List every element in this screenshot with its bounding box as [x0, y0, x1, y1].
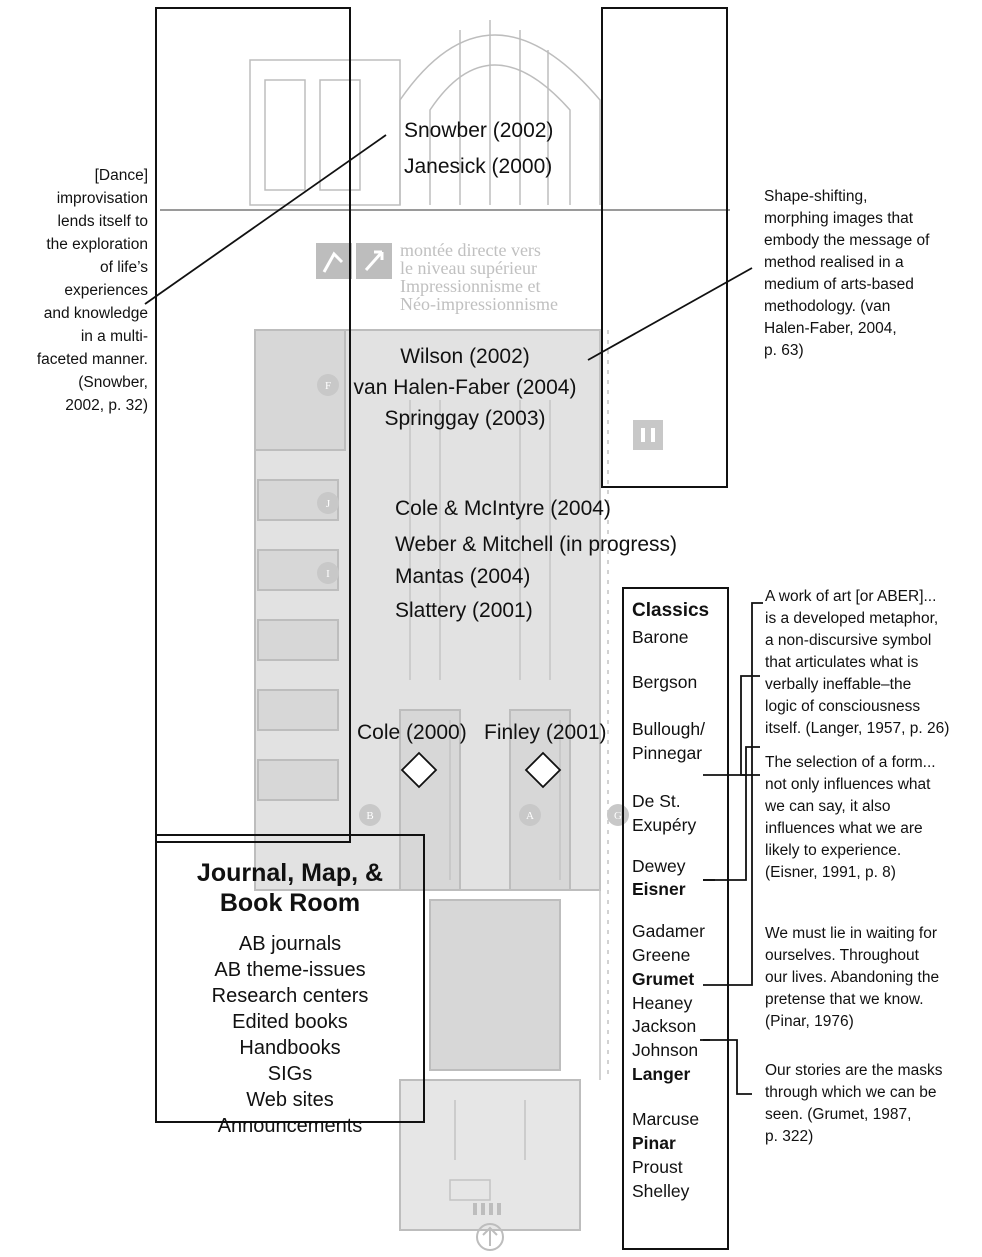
diamond-cole	[402, 753, 436, 787]
list-item: Announcements	[155, 1113, 425, 1139]
quote-line: lends itself to	[0, 210, 148, 233]
quote-line: [Dance]	[0, 164, 148, 187]
citation-cole: Cole (2000)	[357, 718, 467, 748]
classic-author: De St.	[632, 790, 681, 812]
classic-author: Bergson	[632, 671, 697, 693]
quote-line: is a developed metaphor,	[765, 608, 949, 630]
classic-author: Barone	[632, 626, 688, 648]
quote-grumet: Our stories are the masks through which …	[765, 1060, 942, 1148]
quote-line: (Snowber,	[0, 371, 148, 394]
quote-langer: A work of art [or ABER]... is a develope…	[765, 586, 949, 740]
citation-springgay: Springgay (2003)	[340, 404, 590, 434]
classic-author: Marcuse	[632, 1108, 699, 1130]
quote-pinar: We must lie in waiting for ourselves. Th…	[765, 923, 939, 1033]
quote-line: Halen-Faber, 2004,	[764, 318, 929, 340]
quote-line: Shape-shifting,	[764, 186, 929, 208]
citation-van-halen-faber: van Halen-Faber (2004)	[340, 373, 590, 403]
citation-mantas: Mantas (2004)	[395, 562, 530, 592]
quote-line: itself. (Langer, 1957, p. 26)	[765, 718, 949, 740]
quote-line: medium of arts-based	[764, 274, 929, 296]
citation-weber-mitchell: Weber & Mitchell (in progress)	[395, 530, 677, 560]
classic-author-featured: Grumet	[632, 968, 694, 990]
quote-line: and knowledge	[0, 302, 148, 325]
classics-heading: Classics	[632, 600, 709, 622]
list-item: AB theme-issues	[155, 957, 425, 983]
quote-line: method realised in a	[764, 252, 929, 274]
quote-line: a non-discursive symbol	[765, 630, 949, 652]
quote-line: Our stories are the masks	[765, 1060, 942, 1082]
quote-line: experiences	[0, 279, 148, 302]
list-item: Web sites	[155, 1087, 425, 1113]
classic-author: Johnson	[632, 1039, 698, 1061]
quote-line: influences what we are	[765, 818, 936, 840]
quote-line: through which we can be	[765, 1082, 942, 1104]
classic-author: Greene	[632, 944, 690, 966]
quote-line: not only influences what	[765, 774, 936, 796]
classic-author: Dewey	[632, 855, 686, 877]
citation-janesick: Janesick (2000)	[404, 152, 552, 182]
quote-line: that articulates what is	[765, 652, 949, 674]
quote-line: our lives. Abandoning the	[765, 967, 939, 989]
list-item: AB journals	[155, 931, 425, 957]
citation-wilson: Wilson (2002)	[340, 342, 590, 372]
quote-line: pretense that we know.	[765, 989, 939, 1011]
quote-line: morphing images that	[764, 208, 929, 230]
quote-line: verbally ineffable–the	[765, 674, 949, 696]
quote-line: logic of consciousness	[765, 696, 949, 718]
quote-line: in a multi-	[0, 325, 148, 348]
journal-title-line-2: Book Room	[155, 888, 425, 918]
quote-line: The selection of a form...	[765, 752, 936, 774]
quote-line: ourselves. Throughout	[765, 945, 939, 967]
quote-line: p. 63)	[764, 340, 929, 362]
classic-author: Gadamer	[632, 920, 705, 942]
quote-line: faceted manner.	[0, 348, 148, 371]
journal-title-line-1: Journal, Map, &	[155, 858, 425, 888]
quote-line: (Pinar, 1976)	[765, 1011, 939, 1033]
classic-author: Bullough/	[632, 718, 705, 740]
quote-line: methodology. (van	[764, 296, 929, 318]
quote-line: improvisation	[0, 187, 148, 210]
classic-author: Shelley	[632, 1180, 689, 1202]
quote-line: likely to experience.	[765, 840, 936, 862]
journal-room-title: Journal, Map, & Book Room	[155, 858, 425, 918]
quote-line: embody the message of	[764, 230, 929, 252]
quote-line: of life’s	[0, 256, 148, 279]
quote-line: we can say, it also	[765, 796, 936, 818]
quote-snowber: [Dance] improvisation lends itself to th…	[0, 164, 148, 417]
citation-cole-mcintyre: Cole & McIntyre (2004)	[395, 494, 611, 524]
quote-van-halen-faber: Shape-shifting, morphing images that emb…	[764, 186, 929, 362]
quote-eisner: The selection of a form... not only infl…	[765, 752, 936, 884]
journal-room-list: AB journals AB theme-issues Research cen…	[155, 931, 425, 1139]
list-item: Handbooks	[155, 1035, 425, 1061]
classic-author: Heaney	[632, 992, 692, 1014]
classic-author: Exupéry	[632, 814, 696, 836]
quote-line: 2002, p. 32)	[0, 394, 148, 417]
classic-author: Proust	[632, 1156, 683, 1178]
quote-line: (Eisner, 1991, p. 8)	[765, 862, 936, 884]
diamond-finley	[526, 753, 560, 787]
quote-line: the exploration	[0, 233, 148, 256]
quote-line: A work of art [or ABER]...	[765, 586, 949, 608]
citation-slattery: Slattery (2001)	[395, 596, 533, 626]
quote-line: p. 322)	[765, 1126, 942, 1148]
quote-line: seen. (Grumet, 1987,	[765, 1104, 942, 1126]
classic-author: Jackson	[632, 1015, 696, 1037]
classic-author-featured: Eisner	[632, 878, 686, 900]
classic-author-featured: Pinar	[632, 1132, 676, 1154]
classic-author-featured: Langer	[632, 1063, 690, 1085]
citation-snowber: Snowber (2002)	[404, 116, 553, 146]
quote-line: We must lie in waiting for	[765, 923, 939, 945]
citation-finley: Finley (2001)	[484, 718, 607, 748]
list-item: SIGs	[155, 1061, 425, 1087]
list-item: Edited books	[155, 1009, 425, 1035]
list-item: Research centers	[155, 983, 425, 1009]
classic-author: Pinnegar	[632, 742, 702, 764]
